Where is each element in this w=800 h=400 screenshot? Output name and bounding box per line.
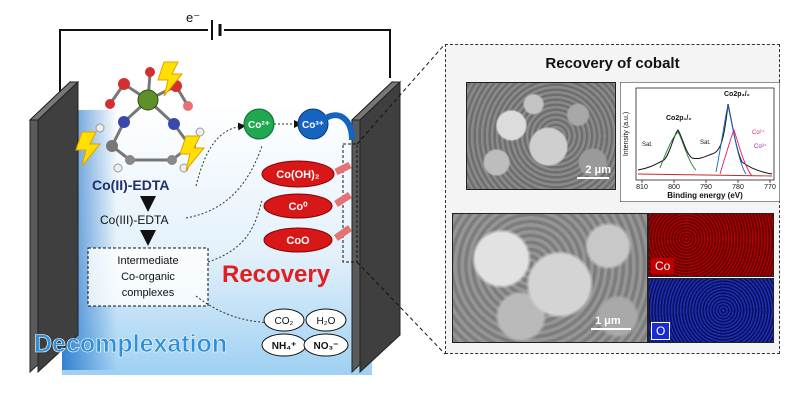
product-arrow — [334, 192, 352, 207]
byproduct-h2o — [305, 308, 347, 332]
edx-map-oxygen: O — [648, 278, 774, 343]
species-co3-edta: Co(III)-EDTA — [100, 213, 168, 227]
species-co2-edta: Co(II)-EDTA — [92, 177, 170, 193]
xps-co2-label: Co²⁺ — [752, 129, 765, 136]
xps-tick-label: 810 — [636, 184, 648, 191]
co2-ion — [243, 108, 275, 140]
electron-label: e⁻ — [186, 10, 200, 25]
zoom-line-bottom — [356, 261, 446, 355]
scale-bar-bottom — [591, 328, 631, 330]
byproduct-no3 — [303, 333, 349, 357]
circuit-wire-left — [59, 29, 208, 98]
co2-ion-label: Co²⁺ — [248, 120, 270, 131]
product-coo — [263, 227, 333, 253]
byproduct-label-4: NO₃⁻ — [314, 341, 339, 352]
zoom-line-top — [356, 43, 446, 145]
sem-image-top: 2 μm — [466, 82, 616, 190]
xps-fit-co3 — [715, 104, 747, 175]
path-from-co3edta — [185, 145, 263, 219]
xps-xlabel: Binding energy (eV) — [667, 191, 743, 200]
byproduct-label-3: NH₄⁺ — [272, 341, 297, 352]
product-co0 — [263, 193, 333, 219]
xps-spectrum: Intensity (a.u.) 810 800 790 780 770 Binding… — [620, 82, 780, 202]
lightning-icon — [75, 131, 102, 167]
path-from-intermediate — [207, 199, 263, 263]
byproduct-co2 — [263, 308, 305, 332]
intermediate-box — [87, 247, 209, 307]
xps-sat-1: Sat. — [642, 142, 653, 148]
co3-to-cathode-arrow — [324, 112, 355, 141]
xps-tick-label: 770 — [764, 184, 776, 191]
xps-sat-2: Sat. — [700, 140, 711, 146]
lightning-icon — [179, 135, 206, 171]
product-label-3: CoO — [286, 235, 310, 247]
xps-plot-frame — [635, 87, 775, 181]
co3-ion-label: Co³⁺ — [302, 120, 324, 131]
xps-co3-label: Co³⁺ — [754, 143, 767, 150]
product-arrow — [333, 225, 353, 241]
xps-fit-co2 — [719, 128, 753, 177]
co-edta-molecule — [95, 67, 205, 173]
xps-tick-label: 780 — [732, 184, 744, 191]
lightning-icon — [157, 61, 184, 97]
xps-x-ticks: 810 800 790 780 770 — [636, 180, 776, 191]
sem-image-bottom: 1 μm — [452, 213, 648, 343]
xps-peak-co2p12: Co2p₁/₂ — [666, 115, 691, 122]
scale-label-bottom: 1 μm — [595, 315, 621, 327]
anode-side-face — [37, 80, 79, 374]
intermediate-line-2: Co-organic — [121, 271, 175, 283]
circuit-wire-right — [224, 29, 391, 78]
edx-label-co: Co — [651, 258, 675, 274]
xps-measured-curve — [637, 103, 773, 175]
xps-baseline — [637, 173, 773, 177]
xps-tick-label: 790 — [700, 184, 712, 191]
panel-title: Recovery of cobalt — [545, 55, 680, 72]
intermediate-line-3: complexes — [122, 287, 175, 299]
product-label-1: Co(OH)₂ — [276, 169, 319, 181]
co3-ion — [297, 108, 329, 140]
recovery-label: Recovery — [222, 261, 331, 288]
xps-fit-co2-p12 — [659, 131, 697, 171]
cathode-side-face — [359, 80, 401, 374]
decomplexation-label: Decomplexation — [34, 330, 227, 358]
edx-map-cobalt: Co — [648, 213, 774, 277]
xps-ylabel: Intensity (a.u.) — [623, 112, 630, 156]
scale-bar-top — [577, 177, 609, 179]
product-arrow — [334, 161, 352, 176]
product-cooh2 — [261, 160, 335, 188]
byproduct-label-2: H₂O — [317, 316, 336, 327]
byproduct-label-1: CO₂ — [275, 316, 294, 327]
edx-label-o: O — [651, 322, 671, 340]
xps-peak-co2p32: Co2p₃/₂ — [724, 91, 750, 98]
xps-tick-label: 800 — [668, 184, 680, 191]
intermediate-line-1: Intermediate — [117, 255, 178, 267]
scale-label-top: 2 μm — [585, 164, 611, 176]
product-label-2: Co⁰ — [288, 201, 308, 213]
